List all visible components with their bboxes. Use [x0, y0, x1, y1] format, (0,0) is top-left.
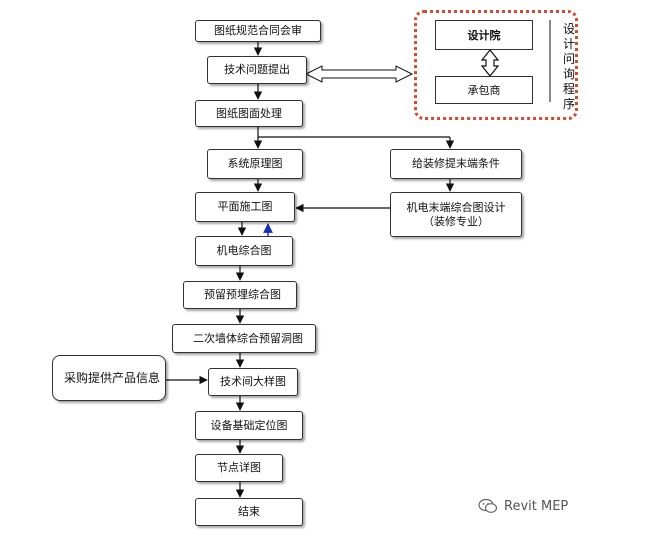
watermark-text: Revit MEP: [504, 498, 569, 514]
watermark: Revit MEP: [478, 498, 568, 514]
node-equipment-base: 设备基础定位图: [195, 411, 303, 440]
wechat-icon: [478, 498, 498, 513]
node-floor-plan: 平面施工图: [195, 192, 295, 222]
node-mep-terminal-drawing: 机电末端综合图设计 （装修专业）: [390, 192, 522, 237]
node-mep-combined: 机电综合图: [195, 236, 293, 266]
inquiry-procedure-label: 设 计 问 询 程 序: [562, 22, 575, 111]
node-contractor: 承包商: [435, 76, 533, 104]
node-tech-issues: 技术问题提出: [207, 56, 307, 84]
node-give-terminal-conditions: 给装修提末端条件: [390, 149, 522, 179]
arrow-processing-branch: [257, 127, 450, 138]
node-secondary-wall: 二次墙体综合预留洞图: [172, 324, 316, 353]
node-drawing-review: 图纸规范合同会审: [195, 20, 321, 42]
node-system-schematic: 系统原理图: [207, 149, 303, 179]
node-embedded-combined: 预留预埋综合图: [183, 281, 297, 309]
node-tech-room-detail: 技术间大样图: [208, 368, 298, 396]
node-drawing-processing: 图纸图面处理: [195, 100, 303, 127]
node-designer: 设计院: [435, 20, 533, 50]
node-procurement-info: 采购提供产品信息: [52, 355, 166, 401]
node-node-detail: 节点详图: [195, 454, 283, 482]
double-arrow-issues-to-inquiry: [304, 65, 414, 83]
node-end: 结束: [195, 498, 303, 526]
inquiry-procedure-frame: [414, 10, 578, 120]
